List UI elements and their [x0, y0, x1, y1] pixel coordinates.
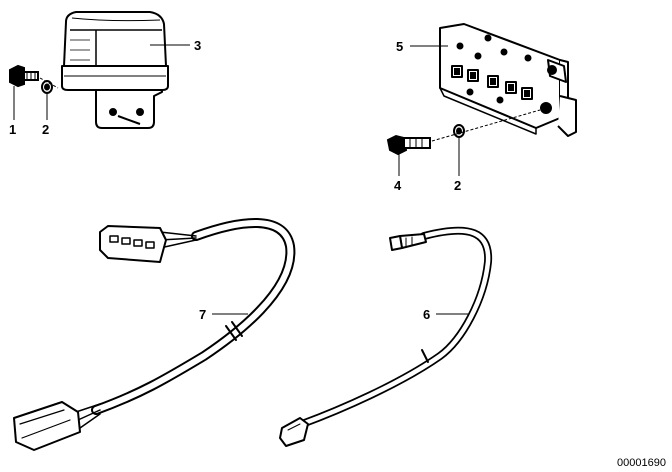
- callout-7: 7: [199, 307, 206, 322]
- assembly-line-right: [431, 109, 541, 142]
- cable-part-6: [279, 226, 493, 447]
- leader-lines: [13, 44, 468, 315]
- assembly-line-left: [39, 77, 59, 89]
- callout-5: 5: [396, 39, 403, 54]
- callout-2-right: 2: [454, 178, 461, 193]
- callout-2-left: 2: [42, 122, 49, 137]
- washer-part-2-left: [41, 80, 53, 94]
- washer-part-2-right: [453, 124, 465, 138]
- screw-part-1: [9, 64, 39, 88]
- document-id: 00001690: [617, 457, 666, 469]
- callout-4: 4: [394, 178, 402, 193]
- relay-part-3: [61, 11, 169, 129]
- screw-part-4: [386, 134, 431, 156]
- callout-6: 6: [423, 307, 430, 322]
- terminal-block-part-5: [439, 23, 577, 137]
- cable-harness-part-7: [13, 218, 296, 451]
- callout-3: 3: [194, 38, 201, 53]
- callout-1: 1: [9, 122, 16, 137]
